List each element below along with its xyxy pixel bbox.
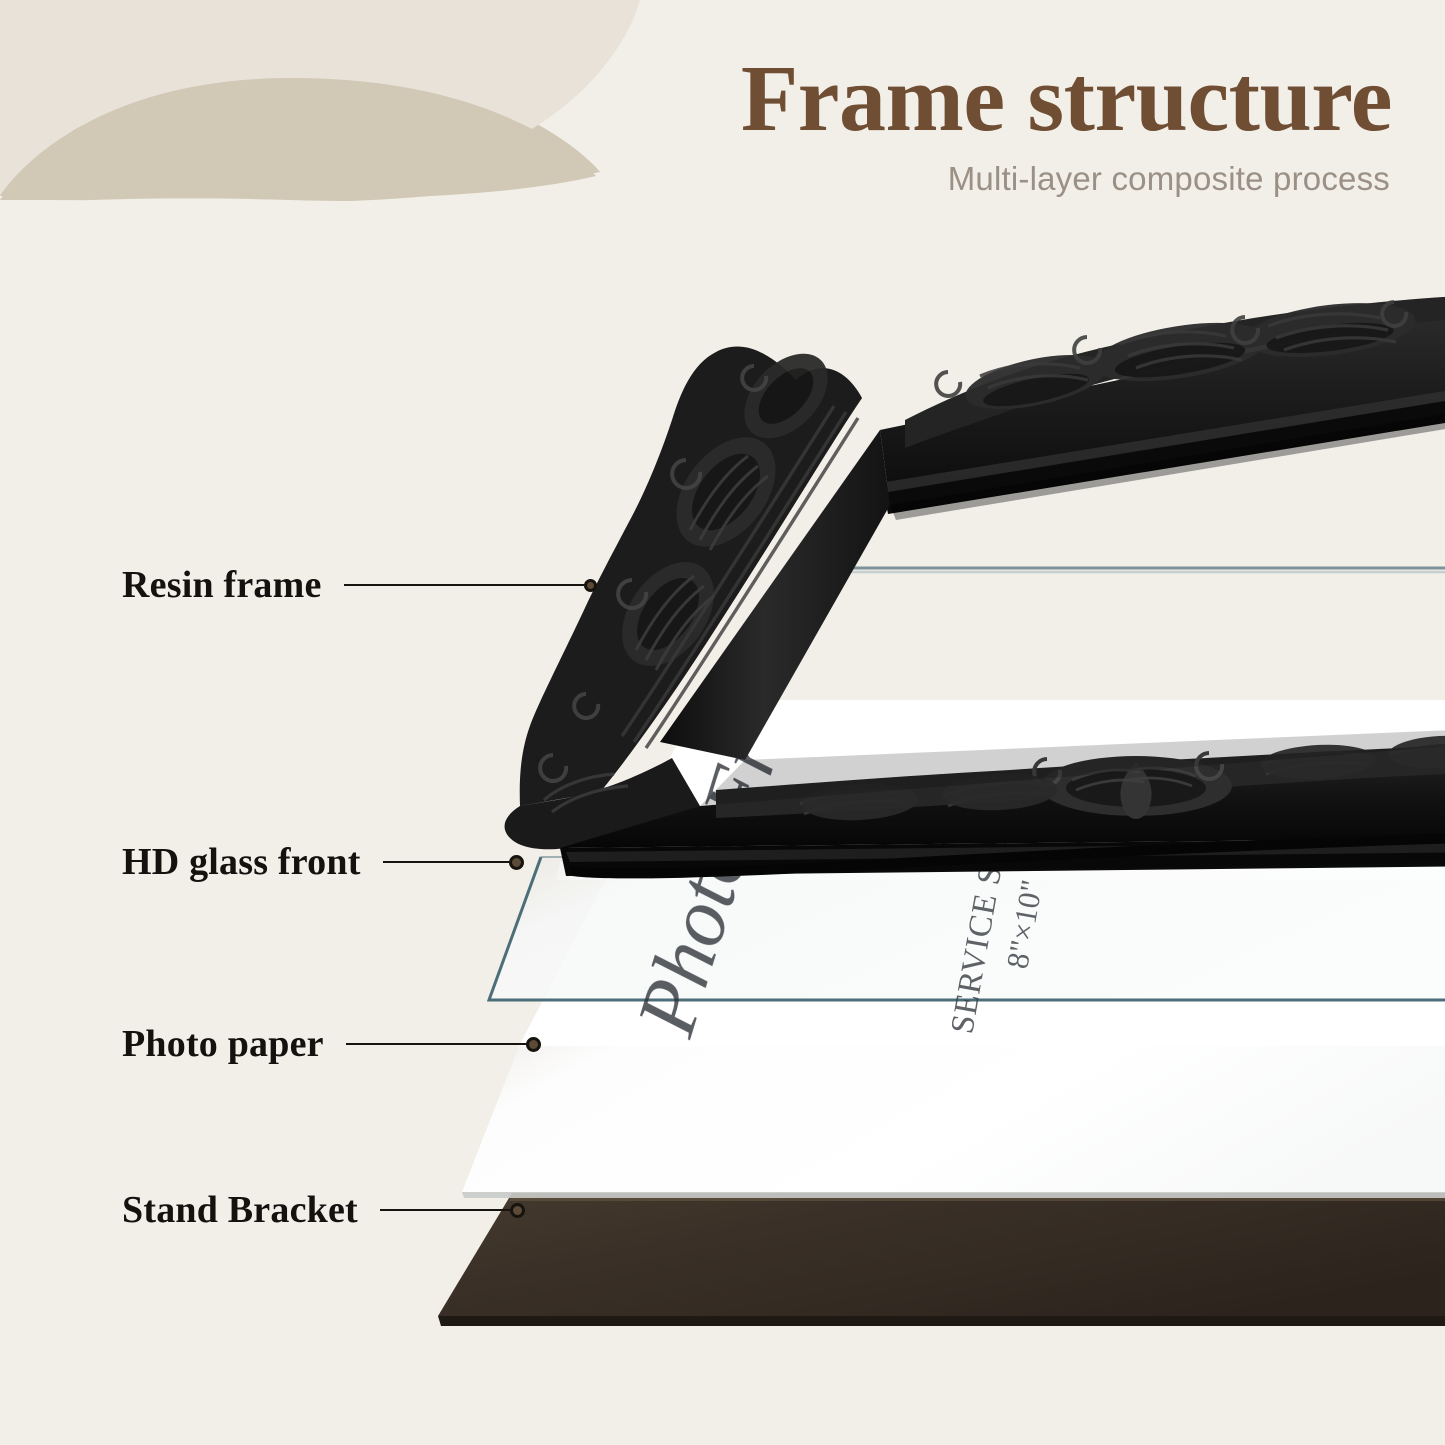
leader-dot-photo-paper bbox=[525, 1036, 541, 1052]
callout-label-resin-frame: Resin frame bbox=[122, 564, 322, 606]
callout-resin-frame: Resin frame bbox=[122, 563, 597, 607]
callout-label-stand-bracket: Stand Bracket bbox=[122, 1189, 358, 1231]
leader-dot-hd-glass-front bbox=[508, 854, 524, 870]
callout-stand-bracket: Stand Bracket bbox=[122, 1188, 525, 1232]
leader-dot-stand-bracket bbox=[509, 1202, 525, 1218]
header-block: Frame structure Multi-layer composite pr… bbox=[0, 52, 1420, 198]
leader-line-stand-bracket bbox=[379, 1209, 512, 1211]
callout-photo-paper: Photo paper bbox=[122, 1022, 541, 1066]
rail-palmette-ornament bbox=[1032, 751, 1232, 819]
layer-resin-frame bbox=[504, 296, 1445, 879]
leader-line-photo-paper bbox=[345, 1043, 528, 1045]
callout-label-hd-glass-front: HD glass front bbox=[122, 841, 361, 883]
leader-line-hd-glass-front bbox=[382, 861, 511, 863]
page-title: Frame structure bbox=[740, 47, 1393, 151]
layer-stand-bracket bbox=[438, 1193, 1445, 1326]
leader-dot-resin-frame bbox=[583, 578, 597, 592]
page-subtitle: Multi-layer composite process bbox=[947, 160, 1390, 197]
leader-line-resin-frame bbox=[343, 584, 586, 586]
callout-label-photo-paper: Photo paper bbox=[122, 1023, 324, 1065]
callout-hd-glass-front: HD glass front bbox=[122, 840, 524, 884]
